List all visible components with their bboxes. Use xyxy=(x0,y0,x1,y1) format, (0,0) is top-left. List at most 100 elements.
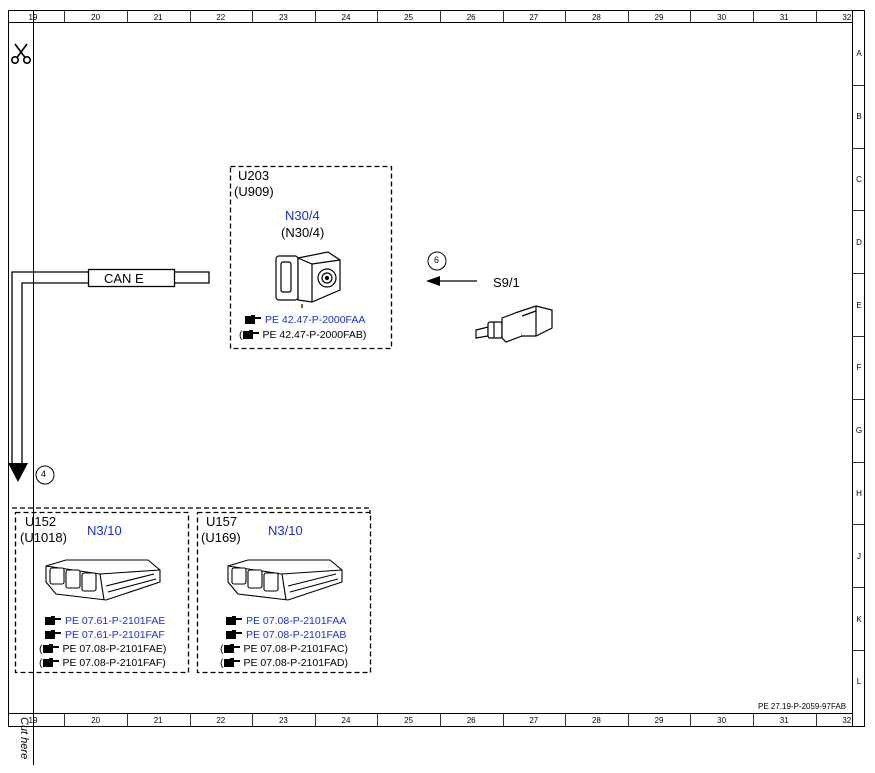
callout-6-circle xyxy=(427,251,447,271)
signal-arrow-head xyxy=(426,276,440,286)
row-label: A xyxy=(856,49,862,59)
column-label: 31 xyxy=(779,12,789,22)
n3-10-link[interactable]: N3/10 xyxy=(87,523,122,538)
column-label: 25 xyxy=(404,12,414,22)
ref-paren: ( xyxy=(220,657,224,669)
column-label: 21 xyxy=(153,12,163,22)
ref-text: PE 07.61-P-2101FAE xyxy=(65,615,166,627)
ref-text: PE 42.47-P-2000FAB) xyxy=(262,329,367,341)
ref-link[interactable]: ( PE 07.08-P-2101FAD) xyxy=(220,658,348,669)
row-ticks xyxy=(852,85,865,651)
ref-link[interactable]: PE 07.61-P-2101FAF xyxy=(45,630,165,641)
row-label: D xyxy=(856,237,862,247)
callout-4-circle xyxy=(35,465,55,485)
column-label: 32 xyxy=(842,715,852,725)
u203-label: U203 xyxy=(238,168,270,183)
column-label: 31 xyxy=(779,715,789,725)
ref-text: PE 42.47-P-2000FAA xyxy=(265,314,366,326)
n30-4-link[interactable]: N30/4 xyxy=(285,208,320,223)
drawing-area xyxy=(33,22,853,714)
u157-label: U157 xyxy=(206,514,238,529)
s9-1-sensor-icon xyxy=(475,305,553,343)
n3-10-ecu-icon xyxy=(45,559,161,601)
row-label: C xyxy=(856,175,862,184)
callout-4-label: 4 xyxy=(41,469,47,479)
bus-arrow-down xyxy=(8,463,28,482)
row-label: B xyxy=(856,112,862,122)
ref-link[interactable]: ( PE 07.08-P-2101FAE) xyxy=(39,644,166,655)
column-label: 30 xyxy=(717,12,727,22)
ref-link[interactable]: ( PE 07.08-P-2101FAF) xyxy=(39,658,166,669)
u152-label: U152 xyxy=(25,514,57,529)
ref-text: PE 07.08-P-2101FAF) xyxy=(62,657,166,669)
n30-4-module-icon xyxy=(275,251,341,308)
row-label: J xyxy=(857,551,861,561)
column-ticks xyxy=(64,10,817,726)
ref-link[interactable]: PE 07.08-P-2101FAB xyxy=(226,630,346,641)
column-label: 29 xyxy=(654,715,664,725)
pointing-hand-icon xyxy=(226,616,242,625)
u157-group-box xyxy=(196,511,372,674)
n30-4-alt-label: (N30/4) xyxy=(281,225,325,240)
u909-label: (U909) xyxy=(234,184,274,199)
can-e-label: CAN E xyxy=(104,271,144,286)
callout-6-label: 6 xyxy=(434,255,440,265)
n3-10-ecu-icon xyxy=(227,559,343,601)
ref-text: PE 07.08-P-2101FAC) xyxy=(243,643,348,655)
column-label: 27 xyxy=(529,12,539,22)
ref-paren: ( xyxy=(39,643,43,655)
frame-border xyxy=(8,10,865,727)
column-label: 20 xyxy=(91,12,101,22)
row-label: F xyxy=(856,363,862,373)
pointing-hand-icon xyxy=(42,658,59,667)
row-label: K xyxy=(856,614,862,624)
row-label: L xyxy=(856,677,862,687)
ref-text: PE 07.61-P-2101FAF xyxy=(65,629,165,641)
s9-1-label: S9/1 xyxy=(493,275,520,290)
u169-label: (U169) xyxy=(201,530,241,545)
column-label: 26 xyxy=(466,715,476,725)
column-label: 22 xyxy=(216,715,226,725)
ref-paren: ( xyxy=(239,329,243,341)
can-e-bus-box xyxy=(87,268,176,288)
column-label: 27 xyxy=(529,715,539,725)
n3-10-link[interactable]: N3/10 xyxy=(268,523,303,538)
row-label: H xyxy=(856,489,862,498)
cut-here-label: Cut here xyxy=(18,717,30,760)
ref-text: PE 07.08-P-2101FAB xyxy=(246,629,347,641)
pointing-hand-icon xyxy=(242,330,259,339)
pointing-hand-icon xyxy=(42,644,59,653)
ref-paren: ( xyxy=(39,657,43,669)
ref-text: PE 07.08-P-2101FAE) xyxy=(62,643,167,655)
row-label: G xyxy=(855,426,863,436)
column-label: 24 xyxy=(341,715,351,725)
column-label: 29 xyxy=(654,12,664,22)
pointing-hand-icon xyxy=(45,616,61,625)
column-label: 23 xyxy=(278,715,288,725)
column-label: 19 xyxy=(28,715,38,725)
ref-link[interactable]: ( PE 07.08-P-2101FAC) xyxy=(220,644,348,655)
ref-paren: ( xyxy=(220,643,224,655)
ref-link[interactable]: PE 42.47-P-2000FAA xyxy=(245,315,365,326)
u203-group-box xyxy=(229,165,393,350)
pointing-hand-icon xyxy=(245,315,261,324)
ref-link[interactable]: PE 07.08-P-2101FAA xyxy=(226,616,346,627)
column-label: 22 xyxy=(216,12,226,22)
column-label: 25 xyxy=(404,715,414,725)
column-label: 28 xyxy=(591,715,601,725)
row-label: E xyxy=(856,300,862,310)
column-label: 28 xyxy=(591,12,601,22)
pointing-hand-icon xyxy=(45,630,61,639)
ref-link[interactable]: ( PE 42.47-P-2000FAB) xyxy=(239,330,366,341)
scissors-icon xyxy=(11,43,32,65)
pointing-hand-icon xyxy=(226,630,242,639)
column-label: 30 xyxy=(717,715,727,725)
ref-link[interactable]: PE 07.61-P-2101FAE xyxy=(45,616,165,627)
column-label: 24 xyxy=(341,12,351,22)
ref-text: PE 07.08-P-2101FAD) xyxy=(243,657,348,669)
u152-group-box xyxy=(14,511,190,674)
document-reference: PE 27.19-P-2059-97FAB xyxy=(758,702,847,711)
column-label: 19 xyxy=(28,12,38,22)
pointing-hand-icon xyxy=(223,644,240,653)
